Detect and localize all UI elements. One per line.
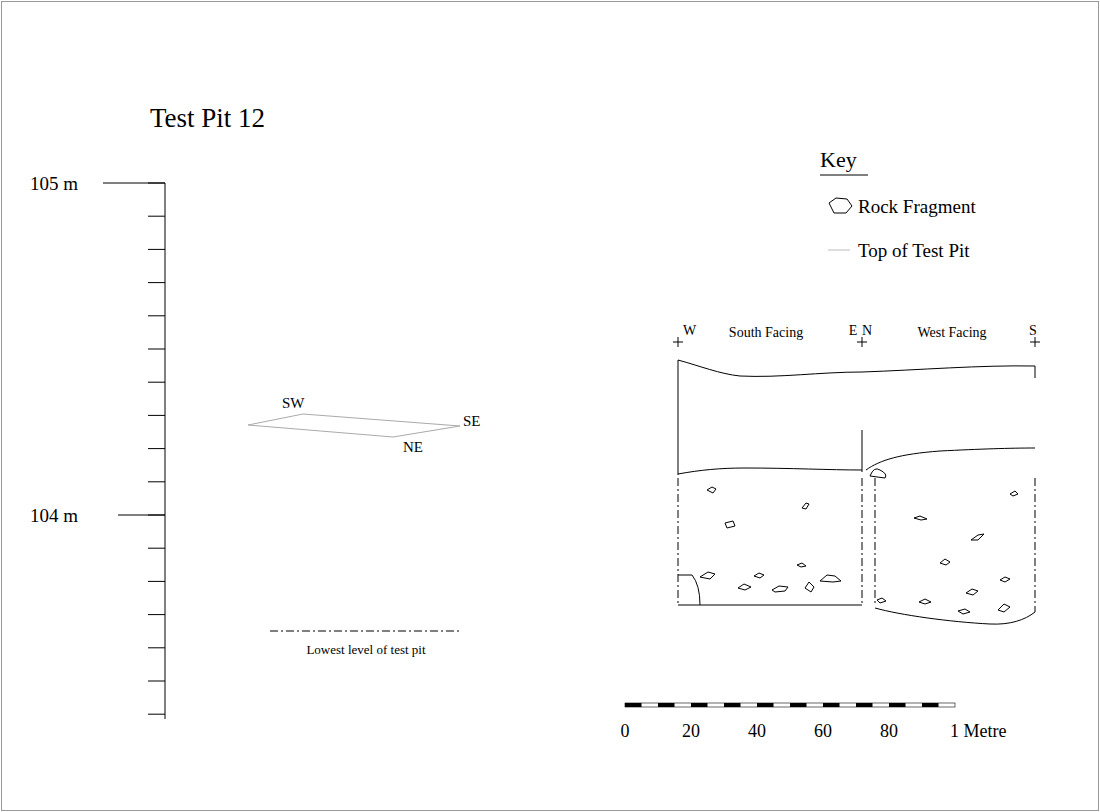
note-label: Lowest level of test pit: [306, 643, 425, 656]
scale-bar-segment: [691, 703, 708, 707]
ruler-tick: [148, 581, 165, 582]
ruler-tick: [148, 249, 165, 250]
rock-sample: [829, 198, 852, 213]
scale-bar: [625, 703, 955, 707]
title: Test Pit 12: [150, 105, 265, 132]
section-lines: [673, 337, 1040, 624]
scale-bar-segment: [625, 703, 642, 707]
ruler-tick: [148, 614, 165, 615]
ruler-tick: [148, 515, 165, 516]
scale-number: 20: [682, 722, 700, 740]
ruler-tick: [148, 481, 165, 482]
scale-bar-segment: [790, 703, 807, 707]
direction-label: E: [849, 324, 858, 338]
corner-label: SW: [282, 396, 305, 411]
legend-text: Top of Test Pit: [858, 241, 970, 260]
scale-number: 60: [814, 722, 832, 740]
height-label: 105 m: [30, 174, 78, 193]
scale-bar-segment: [922, 703, 939, 707]
height-label: 104 m: [30, 506, 78, 525]
key-underline: [820, 175, 868, 176]
key-heading: Key: [820, 149, 857, 171]
direction-label: W: [683, 324, 696, 338]
scale-bar-segment: [823, 703, 840, 707]
section-label: South Facing: [729, 326, 803, 340]
ruler-tick: [148, 315, 165, 316]
section-label: West Facing: [917, 326, 986, 340]
scale-bar-outline: [625, 703, 955, 707]
height-ruler: [103, 183, 165, 719]
scale-number: 40: [748, 722, 766, 740]
scale-number: 1 Metre: [950, 722, 1006, 740]
ruler-tick: [148, 382, 165, 383]
ruler-tick: [148, 448, 165, 449]
scale-bar-segment: [856, 703, 873, 707]
ruler-tick: [148, 216, 165, 217]
legend-text: Rock Fragment: [858, 197, 976, 216]
scale-bar-segment: [757, 703, 774, 707]
rock-fragments: [700, 487, 1018, 614]
corner-label: SE: [463, 414, 481, 429]
lowest-level-line: [270, 631, 462, 632]
corner-label: NE: [403, 440, 423, 455]
ruler-tick: [148, 681, 165, 682]
ruler-tick: [148, 647, 165, 648]
ruler-tick: [148, 548, 165, 549]
ruler-tick: [148, 349, 165, 350]
ruler-tick: [148, 282, 165, 283]
pit-top-outline: [248, 414, 460, 437]
scale-bar-segment: [658, 703, 675, 707]
ruler-tick: [148, 415, 165, 416]
scale-number: 0: [621, 722, 630, 740]
ruler-tick: [148, 183, 165, 184]
direction-label: S: [1029, 324, 1037, 338]
scale-number: 80: [880, 722, 898, 740]
scale-bar-segment: [889, 703, 906, 707]
ruler-tick: [148, 714, 165, 715]
scale-bar-segment: [724, 703, 741, 707]
top-line-sample: [828, 250, 850, 251]
direction-label: N: [862, 324, 872, 338]
